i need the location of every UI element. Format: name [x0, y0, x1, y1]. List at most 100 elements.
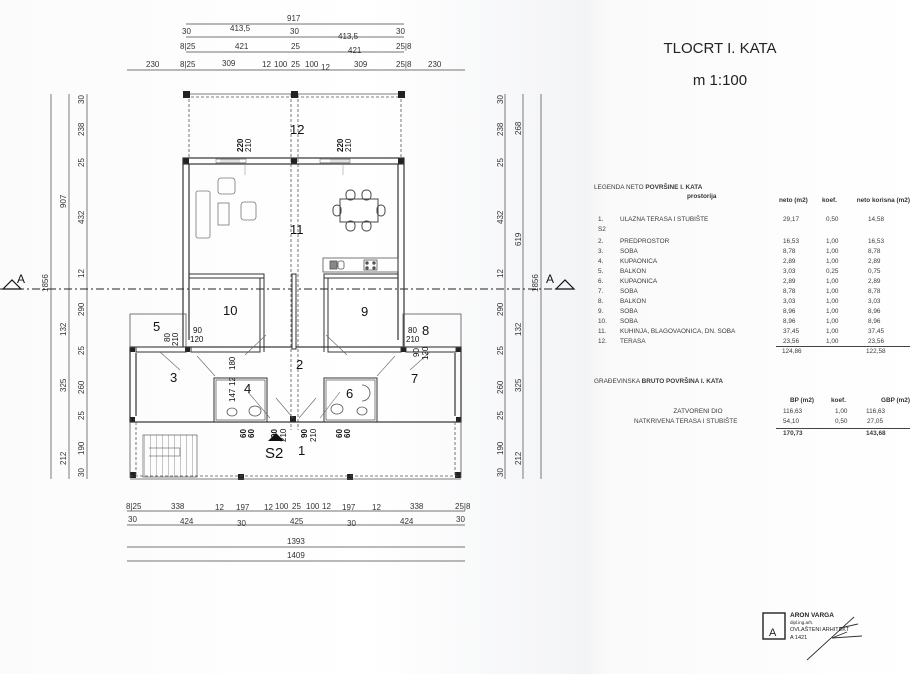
interior-walls — [135, 273, 457, 423]
armchair-icon — [217, 177, 236, 195]
col-header-room: prostorija — [687, 193, 717, 200]
armchair-icon — [240, 201, 257, 221]
room-label-1: 1 — [298, 443, 305, 458]
svg-text:210: 210 — [309, 428, 318, 442]
svg-text:25: 25 — [496, 411, 505, 420]
svg-text:A: A — [17, 272, 25, 286]
dim-bottom-outer-total: 1409 — [287, 551, 305, 560]
gross-row-name: NATKRIVENA TERASA I STUBIŠTE — [634, 418, 738, 425]
drawing-title: TLOCRT I. KATA — [663, 40, 777, 57]
svg-text:30: 30 — [182, 27, 191, 36]
columns — [130, 91, 461, 480]
svg-text:100: 100 — [305, 60, 319, 69]
svg-text:30: 30 — [396, 27, 405, 36]
svg-text:30: 30 — [347, 519, 356, 528]
svg-text:100: 100 — [274, 60, 288, 69]
svg-text:120: 120 — [421, 346, 430, 360]
svg-text:907: 907 — [59, 194, 68, 208]
net-total-korisna: 122,58 — [866, 348, 886, 355]
gross-area-heading-prefix: GRAĐEVINSKA — [594, 378, 640, 385]
room-numbers: 1 2 3 4 5 6 7 8 9 10 11 12 — [153, 122, 429, 458]
svg-text:80: 80 — [408, 326, 417, 335]
svg-text:60: 60 — [239, 429, 248, 438]
svg-text:190: 190 — [496, 441, 505, 455]
svg-text:25: 25 — [77, 158, 86, 167]
svg-text:309: 309 — [354, 60, 368, 69]
svg-text:212: 212 — [59, 451, 68, 465]
svg-text:147: 147 — [228, 388, 237, 402]
svg-text:220: 220 — [336, 138, 345, 152]
korisna-value: 2,89 — [868, 258, 881, 265]
row-number: 7. — [598, 288, 604, 295]
drawing-scale: m 1:100 — [692, 72, 748, 89]
svg-text:424: 424 — [400, 517, 414, 526]
shower-icon — [361, 384, 371, 402]
toilet-icon — [226, 407, 238, 417]
section-marker-right: A — [546, 272, 576, 290]
svg-text:238: 238 — [496, 122, 505, 136]
gross-total-bp: 170,73 — [783, 430, 803, 437]
svg-text:8|25: 8|25 — [180, 60, 196, 69]
sofa-icon — [195, 190, 211, 239]
svg-text:12: 12 — [322, 502, 331, 511]
net-area-heading: LEGENDA NETO POVRŠINE I. KATA — [594, 184, 702, 194]
coffee-table-icon — [217, 202, 230, 226]
right-dimension-labels: 30 238 25 432 12 290 25 260 25 190 30 26… — [496, 95, 540, 477]
row-number: 9. — [598, 308, 604, 315]
korisna-value: 37,45 — [868, 328, 884, 335]
neto-value: 8,96 — [783, 318, 796, 325]
gross-row-bp: 54,10 — [783, 418, 799, 425]
entry-terrace-room-1 — [129, 422, 462, 480]
svg-text:421: 421 — [348, 46, 362, 55]
dining-furniture — [332, 189, 386, 232]
koef-value: 1,00 — [826, 298, 839, 305]
svg-text:30: 30 — [496, 468, 505, 477]
svg-text:619: 619 — [514, 232, 523, 246]
stove-icon — [363, 259, 378, 271]
koef-value: 1,00 — [826, 258, 839, 265]
neto-value: 3,03 — [783, 298, 796, 305]
koef-value: 1,00 — [826, 238, 839, 245]
svg-text:90: 90 — [412, 348, 421, 357]
svg-text:325: 325 — [514, 378, 523, 392]
svg-text:260: 260 — [77, 380, 86, 394]
row-number: 5. — [598, 268, 604, 275]
svg-text:30: 30 — [77, 95, 86, 104]
svg-text:8|25: 8|25 — [126, 502, 142, 511]
gross-total-row: 170,73 143,68 — [594, 430, 912, 440]
svg-text:60: 60 — [335, 429, 344, 438]
svg-text:210: 210 — [244, 138, 253, 152]
room-name: BALKON — [620, 268, 646, 275]
net-total-row: 124,86 122,58 — [594, 348, 912, 358]
svg-text:25: 25 — [291, 42, 300, 51]
svg-text:90: 90 — [270, 429, 279, 438]
toilet-icon — [356, 406, 368, 416]
col-header-neto-korisna: neto korisna (m2) — [856, 197, 910, 204]
svg-text:12: 12 — [372, 503, 381, 512]
svg-text:90: 90 — [300, 429, 309, 438]
neto-value: 2,89 — [783, 258, 796, 265]
row-number: 4. — [598, 258, 604, 265]
dim-top-total: 917 — [287, 14, 301, 23]
net-total-neto: 124,86 — [782, 348, 802, 355]
room-label-4: 4 — [244, 381, 251, 396]
svg-text:25|8: 25|8 — [396, 42, 412, 51]
stamp-logo-letter: A — [769, 627, 777, 639]
stamp-title: OVLAŠTENI ARHITEKT — [790, 627, 850, 633]
svg-text:309: 309 — [222, 59, 236, 68]
korisna-value: 23,56 — [868, 338, 884, 345]
svg-text:413,5: 413,5 — [338, 32, 359, 41]
room-label-5: 5 — [153, 319, 160, 334]
dining-table-icon — [339, 198, 379, 223]
gross-row-gbp: 27,05 — [867, 418, 883, 425]
svg-text:100: 100 — [275, 502, 289, 511]
room-name: ULAZNA TERASA I STUBIŠTE — [620, 216, 709, 223]
svg-text:25: 25 — [77, 346, 86, 355]
